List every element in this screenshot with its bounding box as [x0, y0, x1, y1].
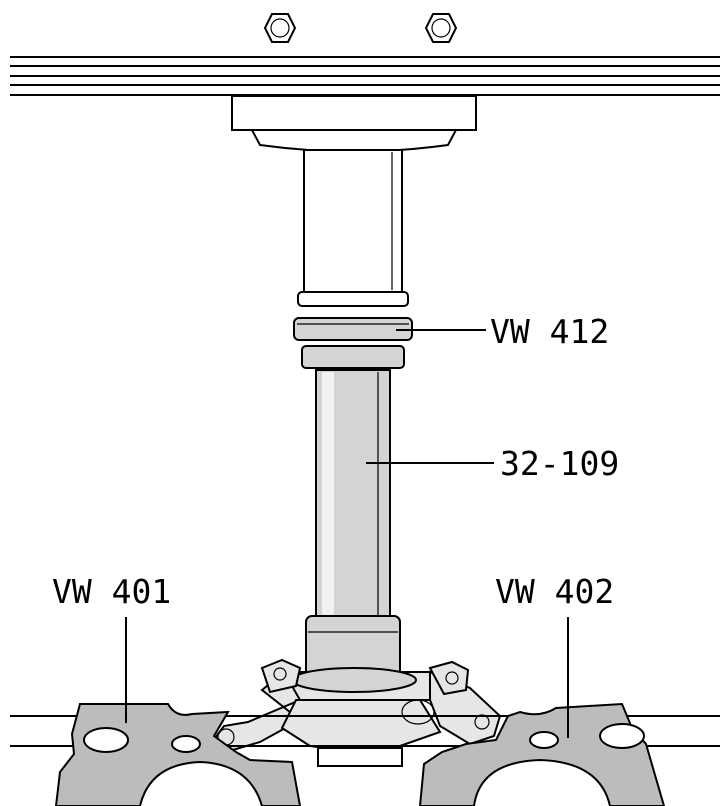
- label-32-109: 32-109: [500, 444, 619, 483]
- hex-bolt-right: [424, 13, 458, 43]
- leader-lines: [125, 329, 569, 738]
- vw412-adapter: [293, 317, 413, 369]
- label-vw402: VW 402: [495, 572, 614, 611]
- hub-housing: [210, 658, 502, 767]
- upper-sleeve: [297, 149, 409, 307]
- press-beam: [10, 56, 720, 96]
- vw402-plate: [418, 702, 666, 806]
- label-vw412: VW 412: [490, 312, 609, 351]
- sleeve-32-109: [305, 369, 401, 679]
- press-head: [231, 95, 477, 153]
- vw401-plate: [54, 703, 302, 806]
- label-vw401: VW 401: [52, 572, 171, 611]
- hex-bolt-left: [263, 13, 297, 43]
